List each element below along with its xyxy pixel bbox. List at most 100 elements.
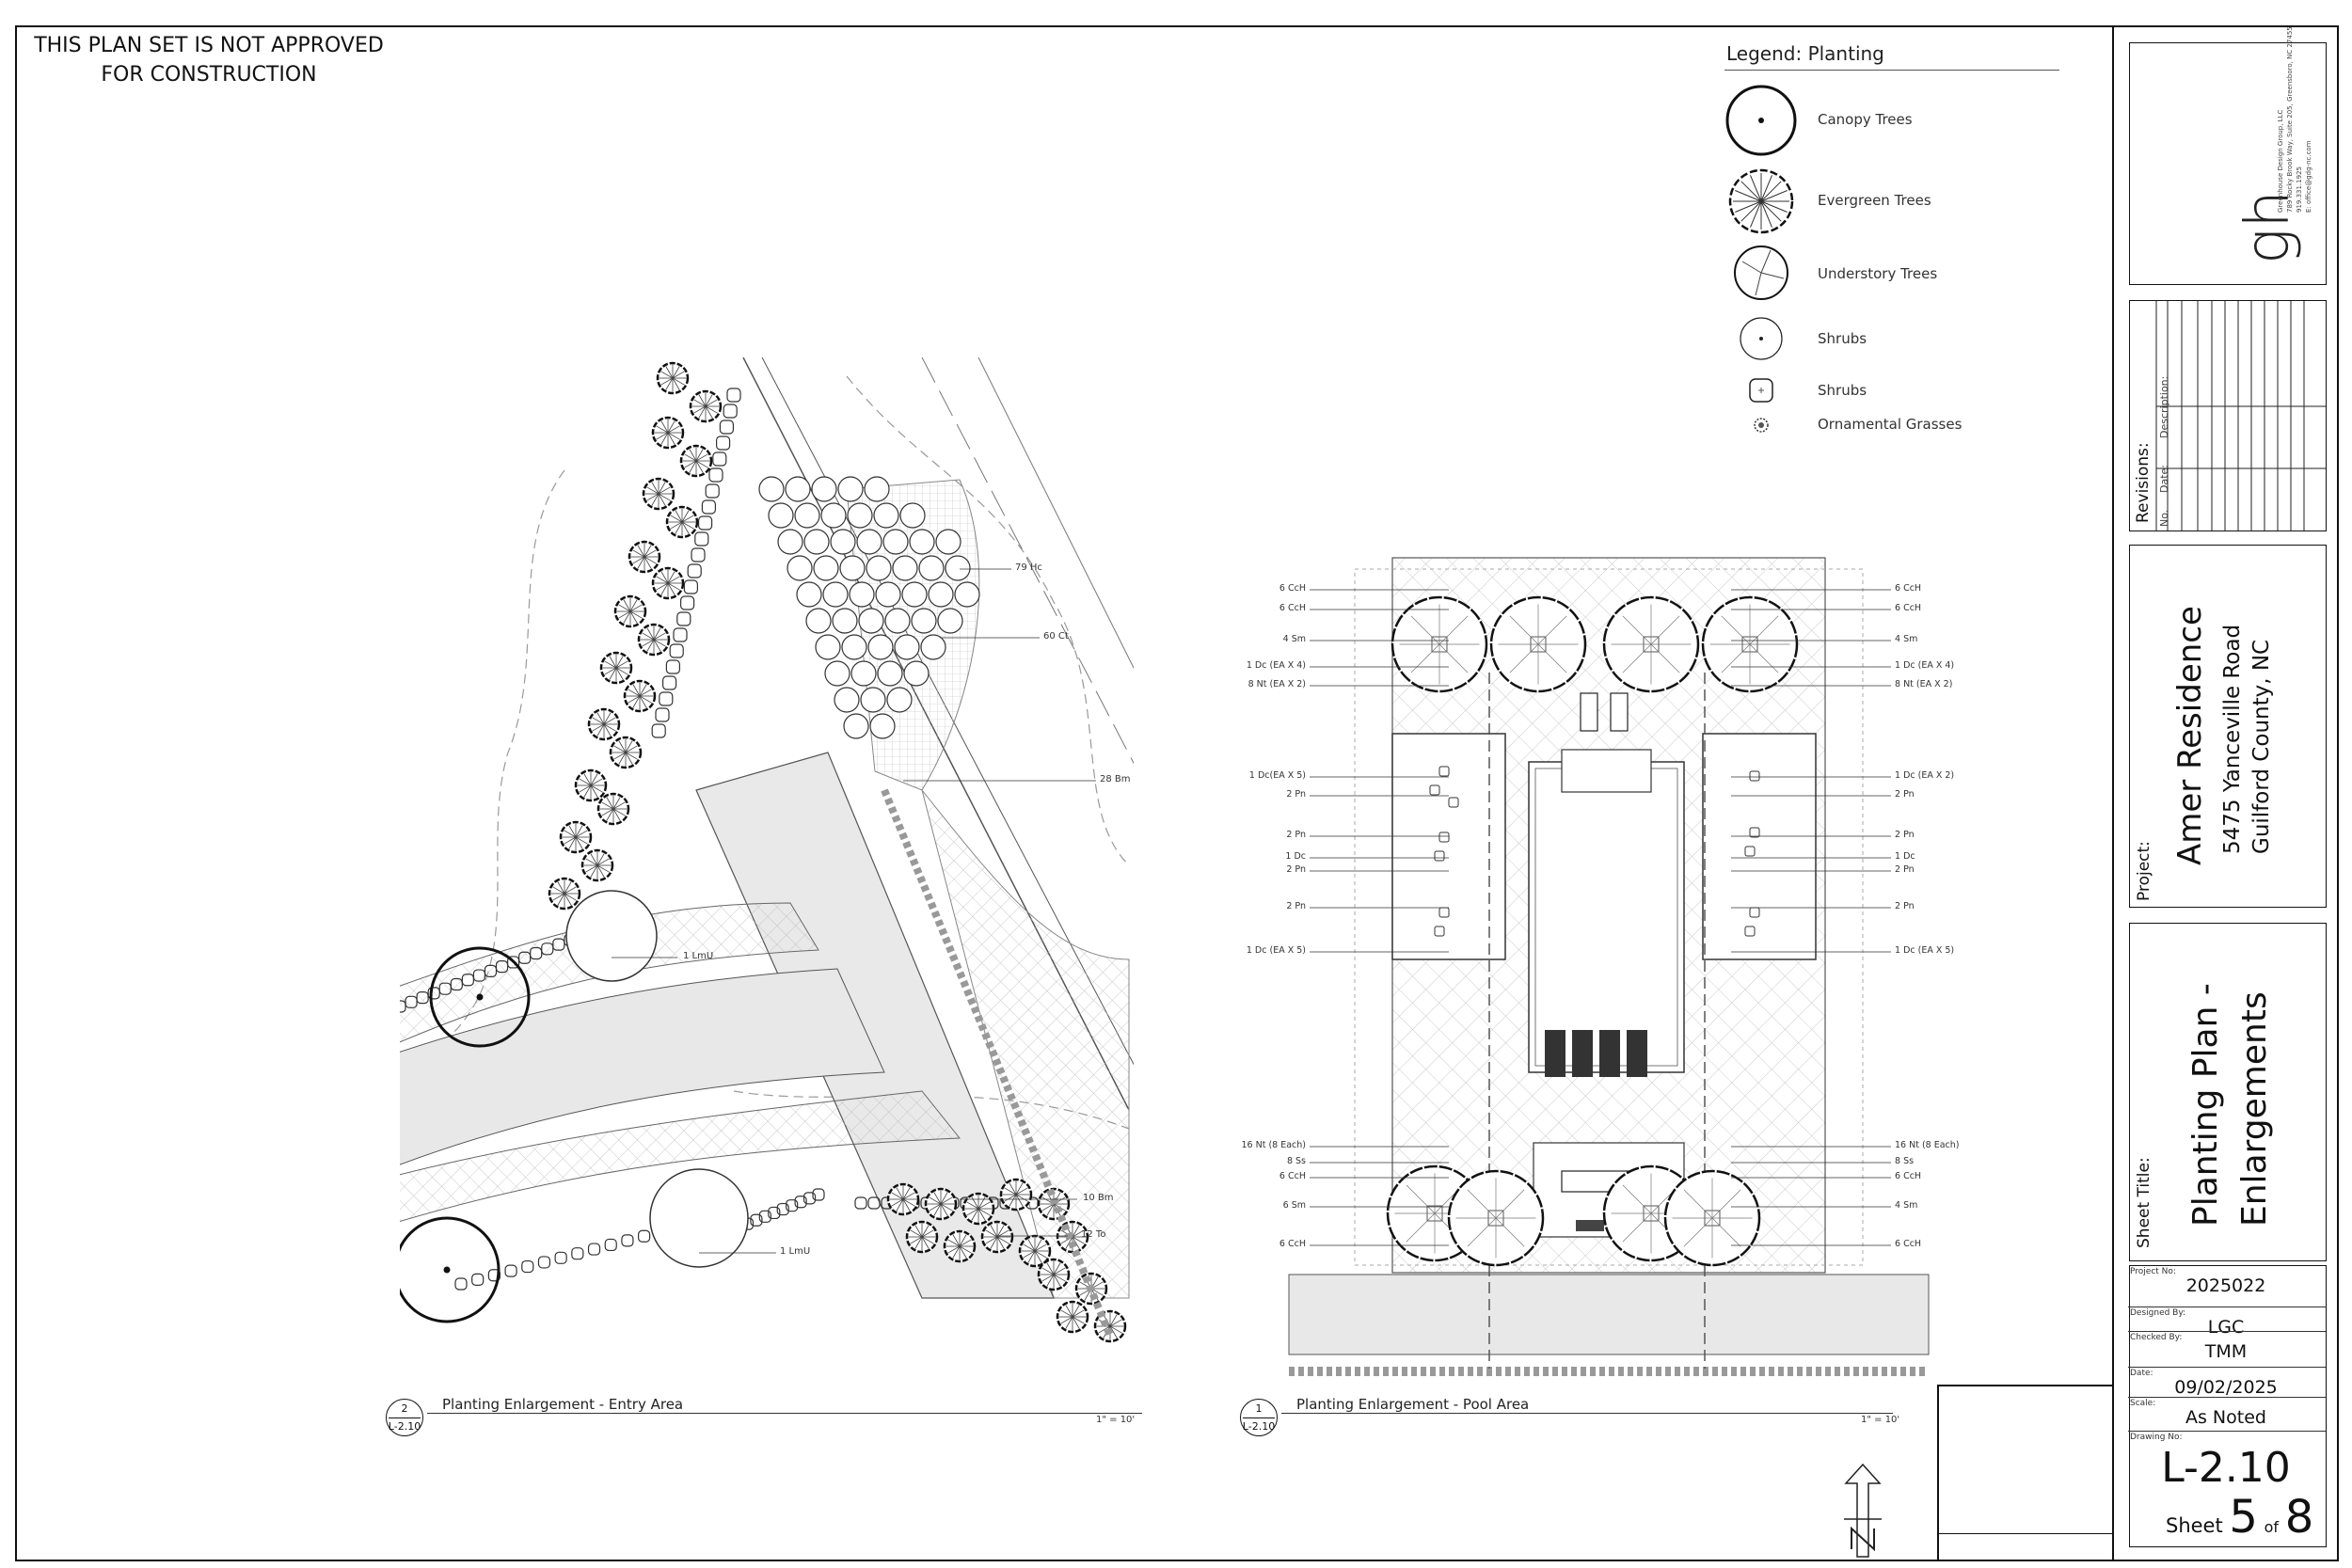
pool-left-label-1: 6 CcH <box>1279 603 1306 613</box>
sheet-label: Sheet 5 of 8 <box>2166 1491 2313 1544</box>
pool-left-label-14: 6 CcH <box>1279 1171 1306 1181</box>
pool-tree <box>1663 1169 1761 1267</box>
pool-tree <box>1489 595 1587 693</box>
pool-right-label-14: 6 CcH <box>1895 1171 1922 1181</box>
tb-field-value-4: As Noted <box>2185 1407 2266 1428</box>
pool-tree <box>1391 595 1488 693</box>
tb-field-separator-2 <box>2128 1331 2326 1332</box>
evergreen-tree <box>548 877 581 911</box>
ornamental-grass-icon <box>1754 418 1769 433</box>
legend-label-canopy-trees: Canopy Trees <box>1818 111 1913 128</box>
company-address: 789 Rocky Brook Way, Suite 205, Greensbo… <box>2286 26 2294 213</box>
pool-left-label-8: 1 Dc <box>1285 851 1306 862</box>
pool-detail-tag: 1 L-2.10 <box>1240 1399 1278 1436</box>
legend-label-shrubs-square: Shrubs <box>1818 382 1867 399</box>
evergreen-tree <box>665 505 699 539</box>
pool-detail-number: 1 <box>1255 1402 1263 1415</box>
pool-right-label-3: 1 Dc (EA X 4) <box>1895 660 1955 671</box>
pool-leader-lines <box>1310 589 1891 1246</box>
project-address-1: 5475 Yanceville Road <box>2220 624 2245 854</box>
legend-label-understory-trees: Understory Trees <box>1818 265 1938 282</box>
sheet-title-label: Sheet Title: <box>2135 1157 2153 1248</box>
pool-left-label-0: 6 CcH <box>1279 583 1306 594</box>
pool-right-label-4: 8 Nt (EA X 2) <box>1895 679 1953 689</box>
pool-tree <box>1447 1169 1545 1267</box>
sheet-total: 8 <box>2284 1491 2314 1544</box>
pool-left-label-11: 1 Dc (EA X 5) <box>1246 945 1306 956</box>
evergreen-tree <box>559 820 593 854</box>
evergreen-tree <box>1093 1309 1127 1343</box>
pool-left-label-6: 2 Pn <box>1286 789 1306 800</box>
pool-right-label-7: 2 Pn <box>1895 830 1915 840</box>
pool-left-label-10: 2 Pn <box>1286 901 1306 911</box>
project-name: Amer Residence <box>2171 606 2209 865</box>
tb-field-label-5: Drawing No: <box>2130 1433 2183 1442</box>
pool-tree <box>1701 595 1799 693</box>
tb-field-separator-4 <box>2128 1397 2326 1398</box>
sheet-of: of <box>2264 1518 2280 1536</box>
pool-left-label-16: 6 CcH <box>1279 1239 1306 1249</box>
entry-label-1-lmu-a: 1 LmU <box>683 951 714 961</box>
evergreen-tree <box>689 389 723 423</box>
pool-right-label-12: 16 Nt (8 Each) <box>1895 1140 1960 1150</box>
drawing-frame <box>15 25 2339 1561</box>
evergreen-tree <box>580 848 614 882</box>
evergreen-tree <box>651 416 685 450</box>
pool-right-label-10: 2 Pn <box>1895 901 1915 911</box>
evergreen-tree <box>628 540 661 574</box>
pool-left-label-13: 8 Ss <box>1286 1156 1306 1166</box>
company-name: Greenhouse Design Group, LLC <box>2277 109 2284 213</box>
company-info: Greenhouse Design Group, LLC 789 Rocky B… <box>2276 26 2313 213</box>
stamp-box <box>1937 1385 2112 1561</box>
entry-detail-sheet: L-2.10 <box>388 1420 421 1433</box>
tb-field-value-0: 2025022 <box>2185 1275 2266 1296</box>
evergreen-tree <box>587 707 621 741</box>
sheet-prefix: Sheet <box>2166 1514 2223 1537</box>
entry-label-12-to: 12 To <box>1081 1229 1106 1240</box>
sheet-info-box <box>2129 1265 2327 1547</box>
pool-right-label-13: 8 Ss <box>1895 1156 1915 1166</box>
pool-right-label-6: 2 Pn <box>1895 789 1915 800</box>
pool-left-label-4: 8 Nt (EA X 2) <box>1248 679 1306 689</box>
evergreen-tree <box>651 566 685 600</box>
north-arrow-icon <box>1844 1463 1882 1558</box>
legend-label-ornamental-grasses: Ornamental Grasses <box>1818 416 1963 433</box>
company-box: gh Greenhouse Design Group, LLC 789 Rock… <box>2129 26 2327 285</box>
entry-label-10-bm: 10 Bm <box>1083 1193 1114 1203</box>
evergreen-tree <box>679 444 713 478</box>
pool-tree <box>1602 595 1700 693</box>
evergreen-tree <box>1056 1300 1089 1334</box>
company-phone: 919.331.1925 <box>2296 166 2303 213</box>
entry-label-1-lmu-b: 1 LmU <box>780 1246 811 1257</box>
project-label: Project: <box>2135 841 2153 901</box>
legend-label-shrubs-round: Shrubs <box>1818 330 1867 347</box>
tb-field-value-2: TMM <box>2204 1341 2248 1362</box>
evergreen-tree <box>886 1182 920 1216</box>
revisions-grid <box>2155 301 2326 531</box>
pool-right-label-16: 6 CcH <box>1895 1239 1922 1249</box>
revisions-col-no: No. <box>2158 509 2170 527</box>
shrub-square-icon <box>1749 378 1773 403</box>
pool-left-label-7: 2 Pn <box>1286 830 1306 840</box>
pool-left-label-3: 1 Dc (EA X 4) <box>1246 660 1306 671</box>
legend-title: Legend: Planting <box>1726 42 1884 65</box>
evergreen-tree <box>613 594 647 628</box>
tb-field-label-2: Checked By: <box>2130 1333 2183 1342</box>
shrub-round-icon <box>1740 317 1783 360</box>
understory-tree-icon <box>1734 245 1788 300</box>
pool-left-label-12: 16 Nt (8 Each) <box>1241 1140 1306 1150</box>
tb-field-value-3: 09/02/2025 <box>2174 1377 2278 1398</box>
legend-label-evergreen-trees: Evergreen Trees <box>1818 192 1931 209</box>
pool-right-label-8: 1 Dc <box>1895 851 1915 862</box>
evergreen-tree <box>642 477 675 511</box>
tb-field-value-5: L-2.10 <box>2161 1444 2291 1492</box>
pool-left-label-5: 1 Dc(EA X 5) <box>1248 770 1306 781</box>
sheet-number: 5 <box>2229 1491 2258 1544</box>
construction-notice: THIS PLAN SET IS NOT APPROVED FOR CONSTR… <box>30 31 388 89</box>
evergreen-tree <box>924 1187 958 1221</box>
entry-scale: 1" = 10' <box>1096 1415 1136 1425</box>
evergreen-tree <box>656 361 690 395</box>
pool-area-plan <box>1288 557 1930 1376</box>
tb-field-label-4: Scale: <box>2130 1399 2156 1408</box>
revisions-col-date: Date: <box>2158 465 2170 493</box>
